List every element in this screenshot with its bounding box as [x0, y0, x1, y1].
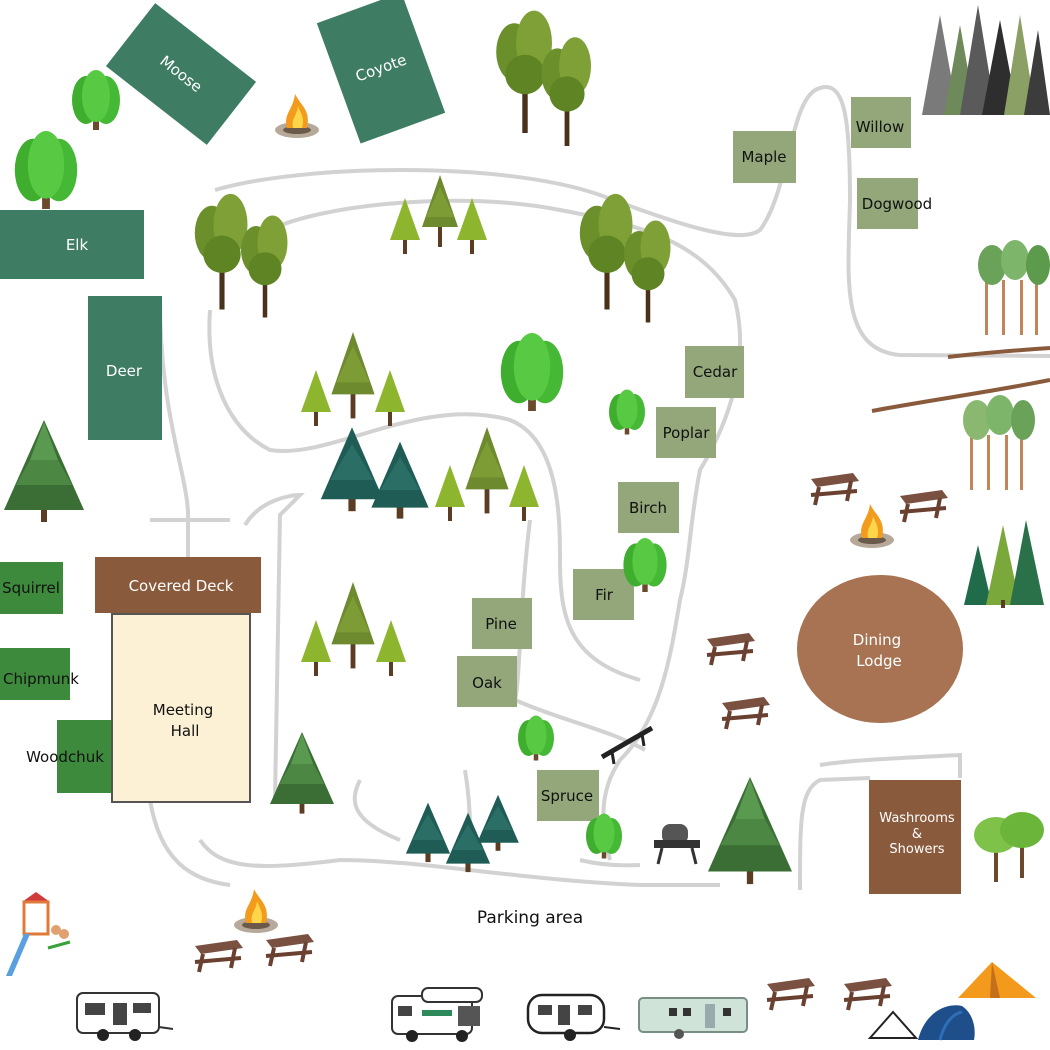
- cabin-woodchuk-label: Woodchuk: [26, 748, 104, 766]
- rv-icon: [76, 992, 174, 1041]
- trailer-icon: [638, 997, 748, 1039]
- trail-paths: [148, 85, 1050, 891]
- cabin-woodchuk[interactable]: Woodchuk: [26, 720, 111, 793]
- site-spruce-label: Spruce: [541, 787, 593, 805]
- cabin-deer-label: Deer: [106, 362, 143, 380]
- dining-lodge-label-1: Dining: [853, 631, 901, 649]
- site-willow-label: Willow: [856, 118, 904, 136]
- cabin-elk[interactable]: Elk: [0, 210, 144, 279]
- parking-area-label: Parking area: [477, 908, 583, 928]
- site-dogwood[interactable]: Dogwood: [857, 178, 932, 229]
- bbq-grill-icon: [654, 824, 700, 865]
- meeting-hall[interactable]: Meeting Hall: [111, 613, 251, 803]
- site-pine[interactable]: Pine: [472, 598, 532, 649]
- washrooms-label-3: Showers: [889, 842, 944, 857]
- rv-icon: [391, 987, 483, 1042]
- tree-icon: [194, 10, 671, 323]
- dining-lodge[interactable]: Dining Lodge: [797, 575, 963, 723]
- cabin-deer[interactable]: Deer: [88, 296, 162, 440]
- bench-icon: [600, 725, 654, 765]
- site-oak-label: Oak: [472, 674, 502, 692]
- cabin-moose[interactable]: Moose: [105, 3, 257, 145]
- site-maple-label: Maple: [741, 148, 786, 166]
- site-pine-label: Pine: [485, 615, 517, 633]
- covered-deck[interactable]: Covered Deck: [95, 557, 261, 613]
- playground-icon: [6, 892, 71, 976]
- trailer-icon: [526, 993, 621, 1041]
- site-poplar-label: Poplar: [663, 424, 711, 442]
- cabin-elk-label: Elk: [66, 236, 89, 254]
- site-fir[interactable]: Fir: [573, 569, 634, 620]
- site-oak[interactable]: Oak: [457, 656, 517, 707]
- cabin-chipmunk[interactable]: Chipmunk: [0, 648, 79, 700]
- meeting-hall-label-2: Hall: [171, 722, 200, 740]
- site-cedar-label: Cedar: [693, 363, 738, 381]
- cabin-chipmunk-label: Chipmunk: [3, 670, 79, 688]
- dining-lodge-label-2: Lodge: [856, 652, 902, 670]
- meeting-hall-label-1: Meeting: [153, 701, 213, 719]
- tree-icon: [974, 812, 1044, 882]
- tree-icon: [964, 520, 1044, 608]
- fallen-branches: [871, 346, 1050, 413]
- tent-icon: [867, 962, 1036, 1041]
- site-cedar[interactable]: Cedar: [685, 346, 744, 398]
- covered-deck-label: Covered Deck: [129, 577, 234, 595]
- cabin-coyote[interactable]: Coyote: [316, 0, 446, 144]
- site-dogwood-label: Dogwood: [862, 195, 932, 213]
- washrooms-label-2: &: [912, 827, 922, 842]
- cabin-squirrel[interactable]: Squirrel: [0, 562, 63, 614]
- site-birch[interactable]: Birch: [618, 482, 679, 533]
- tree-icon: [922, 5, 1050, 115]
- site-maple[interactable]: Maple: [733, 131, 796, 183]
- site-fir-label: Fir: [595, 586, 614, 604]
- picnic-table-icon: [193, 471, 950, 1012]
- site-willow[interactable]: Willow: [851, 97, 911, 148]
- site-spruce[interactable]: Spruce: [537, 770, 599, 821]
- cabin-squirrel-label: Squirrel: [2, 579, 60, 597]
- washrooms-showers[interactable]: Washrooms & Showers: [869, 780, 961, 894]
- site-birch-label: Birch: [629, 499, 667, 517]
- washrooms-label-1: Washrooms: [879, 811, 955, 826]
- site-poplar[interactable]: Poplar: [656, 407, 716, 458]
- tree-icon: [963, 240, 1050, 490]
